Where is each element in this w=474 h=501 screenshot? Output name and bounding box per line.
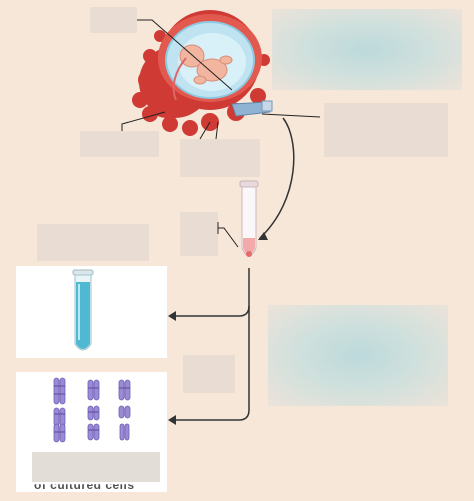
ultrasound-probe [231, 100, 273, 117]
flow-arrows [174, 268, 250, 421]
label-ultrasound [324, 103, 448, 157]
label-placenta [80, 131, 159, 157]
label-karyotyping [32, 452, 160, 482]
label-centrifuge [37, 224, 149, 261]
label-fluid [180, 212, 218, 256]
arrow-to-tube [258, 117, 295, 240]
label-amniotic-fluid [272, 9, 462, 90]
label-chorion [180, 139, 260, 177]
placenta-fetus-illustration [132, 10, 270, 136]
label-biochemical-tests [268, 305, 448, 406]
centrifuge-tube [239, 180, 259, 257]
label-cell-culture [183, 355, 235, 393]
caption-fragment: of cultured cells [34, 478, 135, 492]
label-uterus [90, 7, 137, 33]
fluid-test-panel [16, 266, 167, 358]
